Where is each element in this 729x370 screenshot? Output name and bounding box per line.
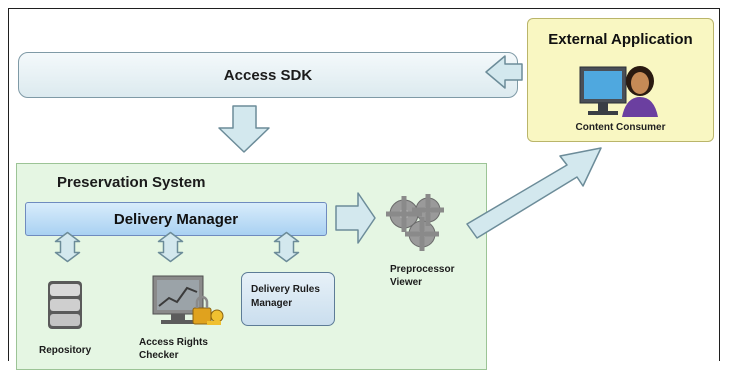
access-rights-checker-label: Access Rights Checker bbox=[139, 337, 208, 361]
external-application-title: External Application bbox=[548, 31, 693, 48]
access-sdk-label: Access SDK bbox=[223, 66, 313, 84]
preprocessor-viewer-label: Preprocessor Viewer bbox=[390, 264, 455, 288]
preprocessor-gears-icon bbox=[386, 194, 444, 251]
delivery-manager-box: Delivery Manager bbox=[25, 202, 327, 236]
content-consumer-label: Content Consumer bbox=[575, 122, 666, 133]
access-rights-checker-icon bbox=[152, 275, 224, 325]
content-consumer-icon bbox=[579, 66, 658, 117]
delivery-rules-manager-box: Delivery Rules Manager bbox=[241, 272, 335, 326]
delivery-manager-label: Delivery Manager bbox=[113, 210, 239, 228]
external-application-box: External Application Content Consumer bbox=[527, 18, 714, 142]
preservation-system-title: Preservation System bbox=[57, 174, 206, 191]
repository-icon bbox=[48, 281, 82, 329]
repository-label: Repository bbox=[39, 345, 92, 356]
access-sdk-box: Access SDK bbox=[18, 52, 518, 98]
